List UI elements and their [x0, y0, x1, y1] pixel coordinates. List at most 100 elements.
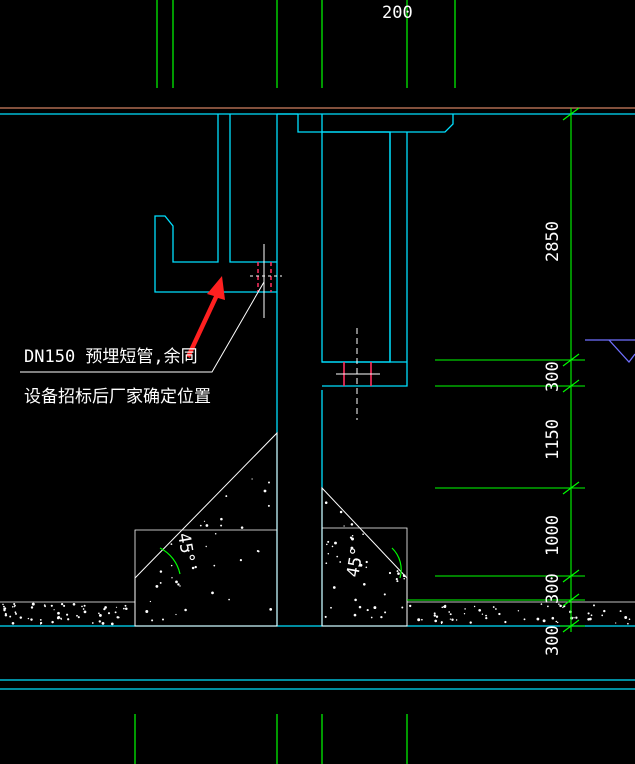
speckle-dot — [239, 559, 242, 562]
speckle-dot — [3, 607, 7, 610]
speckle-dot — [225, 495, 228, 498]
speckle-dot — [213, 564, 216, 567]
speckle-dot — [380, 615, 383, 619]
speckle-dot — [51, 620, 54, 624]
pipe-left — [250, 244, 282, 318]
speckle-dot — [354, 598, 357, 602]
speckle-dot — [11, 621, 15, 625]
speckle-dot — [3, 609, 6, 612]
top-slab — [0, 107, 635, 115]
bottom-slab — [0, 625, 635, 690]
speckle-dot — [362, 533, 364, 536]
speckle-dot — [177, 583, 180, 586]
speckle-dot — [13, 606, 15, 608]
speckle-dot — [145, 610, 149, 613]
speckle-dot — [256, 549, 259, 553]
speckle-dot — [351, 537, 354, 541]
speckle-dot — [9, 615, 12, 618]
speckle-dot — [517, 610, 520, 612]
annotation-line1: DN150 预埋短管,余同 — [24, 347, 198, 367]
speckle-dot — [433, 612, 436, 615]
speckle-dot — [463, 613, 466, 615]
speckle-dot — [373, 606, 377, 610]
speckle-dot — [214, 533, 217, 535]
speckle-dot — [159, 570, 163, 573]
speckle-dot — [50, 604, 53, 607]
speckle-dot — [98, 613, 102, 617]
speckle-dot — [590, 614, 593, 617]
speckle-dot — [98, 612, 100, 615]
speckle-dot — [449, 613, 452, 616]
speckle-dot — [350, 523, 354, 526]
speckle-dot — [575, 616, 578, 619]
speckle-dot — [19, 616, 23, 619]
speckle-dot — [401, 606, 404, 609]
speckle-dot — [336, 555, 339, 558]
speckle-dot — [435, 615, 439, 618]
speckle-dot — [615, 622, 617, 624]
speckle-dot — [220, 517, 223, 521]
speckle-dot — [83, 604, 86, 607]
speckle-dot — [396, 580, 399, 583]
speckle-dot — [403, 577, 405, 580]
speckle-dot — [125, 607, 128, 611]
speckle-dot — [443, 605, 445, 608]
speckle-dot — [83, 610, 87, 614]
red-arrow-marker — [186, 276, 225, 358]
speckle-dot — [495, 608, 497, 610]
speckle-dot — [3, 605, 5, 608]
dim-1150: 1150 — [543, 419, 563, 460]
speckle-dot — [220, 524, 223, 527]
speckle-dot — [469, 621, 472, 624]
speckle-dot — [627, 622, 629, 625]
speckle-dot — [324, 615, 327, 618]
speckle-dot — [67, 618, 70, 621]
speckle-dot — [485, 617, 488, 620]
speckle-dot — [30, 618, 33, 621]
speckle-dot — [396, 570, 399, 573]
dim-300-b: 300 — [543, 573, 563, 604]
speckle-dot — [350, 546, 354, 550]
speckle-dot — [175, 580, 178, 584]
speckle-dot — [481, 613, 484, 615]
speckle-dot — [504, 621, 506, 624]
pipe-right — [336, 328, 380, 420]
speckle-dot — [39, 623, 42, 625]
speckle-dot — [355, 558, 358, 561]
angle-label-left: 45° — [173, 531, 198, 565]
speckle-dot — [184, 608, 187, 612]
speckle-dot — [116, 616, 119, 619]
speckle-dot — [441, 606, 444, 609]
speckle-dot — [601, 614, 604, 617]
speckle-dot — [44, 605, 46, 608]
speckle-dot — [199, 524, 202, 527]
speckle-dot — [27, 617, 30, 620]
speckle-dot — [11, 606, 14, 608]
speckle-dot — [101, 622, 105, 625]
speckle-dot — [339, 561, 342, 563]
speckle-dot — [77, 616, 80, 619]
dim-300-c: 300 — [543, 625, 563, 656]
speckle-dot — [540, 603, 543, 605]
speckle-dot — [211, 591, 214, 595]
speckle-dot — [366, 609, 369, 612]
speckle-dot — [114, 611, 117, 614]
speckle-dot — [31, 602, 35, 606]
speckle-dot — [2, 603, 4, 606]
speckle-dot — [194, 565, 197, 569]
speckle-dot — [536, 617, 540, 621]
speckle-dot — [60, 617, 62, 620]
speckle-dot — [449, 618, 452, 620]
speckle-dot — [434, 619, 438, 623]
speckle-dot — [4, 614, 8, 617]
speckle-dot — [370, 616, 373, 619]
speckle-dot — [107, 612, 111, 615]
speckle-dot — [365, 566, 368, 569]
dim-300-a: 300 — [543, 361, 563, 392]
dim-2850: 2850 — [543, 221, 563, 262]
speckle-dot — [498, 612, 501, 616]
speckle-dot — [628, 618, 631, 620]
speckle-dot — [421, 618, 423, 621]
bottom-stub-lines — [134, 714, 408, 764]
